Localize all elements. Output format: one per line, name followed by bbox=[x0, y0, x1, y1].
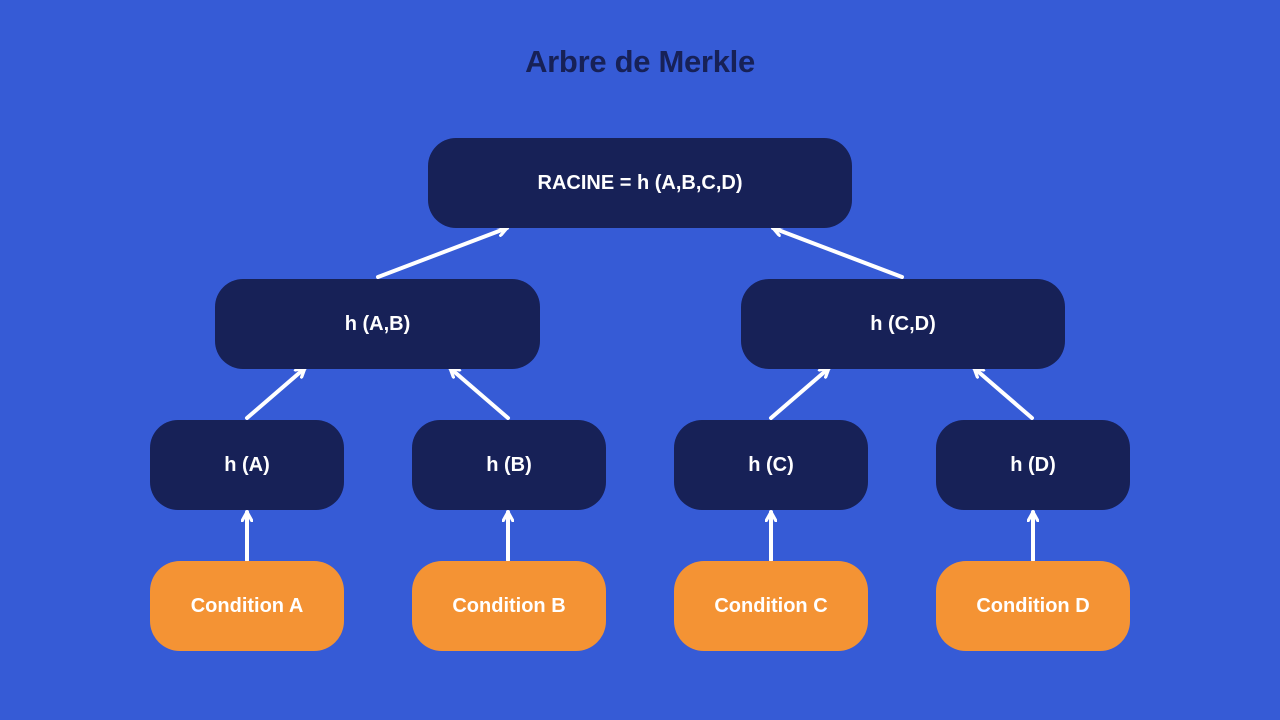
node-hcd: h (C,D) bbox=[741, 279, 1065, 369]
node-hc: h (C) bbox=[674, 420, 868, 510]
node-hab: h (A,B) bbox=[215, 279, 540, 369]
node-ha: h (A) bbox=[150, 420, 344, 510]
root-node: RACINE = h (A,B,C,D) bbox=[428, 138, 852, 228]
leaf-condition-d-label: Condition D bbox=[976, 594, 1090, 617]
leaf-condition-d: Condition D bbox=[936, 561, 1130, 651]
arrow-hd-to-hcd bbox=[972, 366, 1034, 420]
node-hb-label: h (B) bbox=[486, 453, 532, 476]
arrow-hc-to-hcd bbox=[769, 366, 831, 420]
leaf-condition-c-label: Condition C bbox=[714, 594, 828, 617]
leaf-condition-a-label: Condition A bbox=[190, 594, 304, 617]
node-hc-label: h (C) bbox=[748, 453, 794, 476]
node-hcd-label: h (C,D) bbox=[870, 312, 936, 335]
node-hab-label: h (A,B) bbox=[344, 312, 411, 335]
diagram-title: Arbre de Merkle bbox=[525, 44, 755, 79]
node-hd-label: h (D) bbox=[1010, 453, 1056, 476]
leaf-condition-b-label: Condition B bbox=[452, 594, 566, 617]
node-hb: h (B) bbox=[412, 420, 606, 510]
node-ha-label: h (A) bbox=[224, 453, 270, 476]
arrow-ha-to-hab bbox=[245, 366, 307, 420]
leaf-condition-b: Condition B bbox=[412, 561, 606, 651]
arrow-hcd-to-root bbox=[771, 228, 904, 279]
arrow-hb-to-hab bbox=[448, 366, 510, 420]
root-node-label: RACINE = h (A,B,C,D) bbox=[537, 171, 743, 194]
node-hd: h (D) bbox=[936, 420, 1130, 510]
leaf-condition-a: Condition A bbox=[150, 561, 344, 651]
arrow-hab-to-root bbox=[376, 228, 509, 279]
leaf-condition-c: Condition C bbox=[674, 561, 868, 651]
